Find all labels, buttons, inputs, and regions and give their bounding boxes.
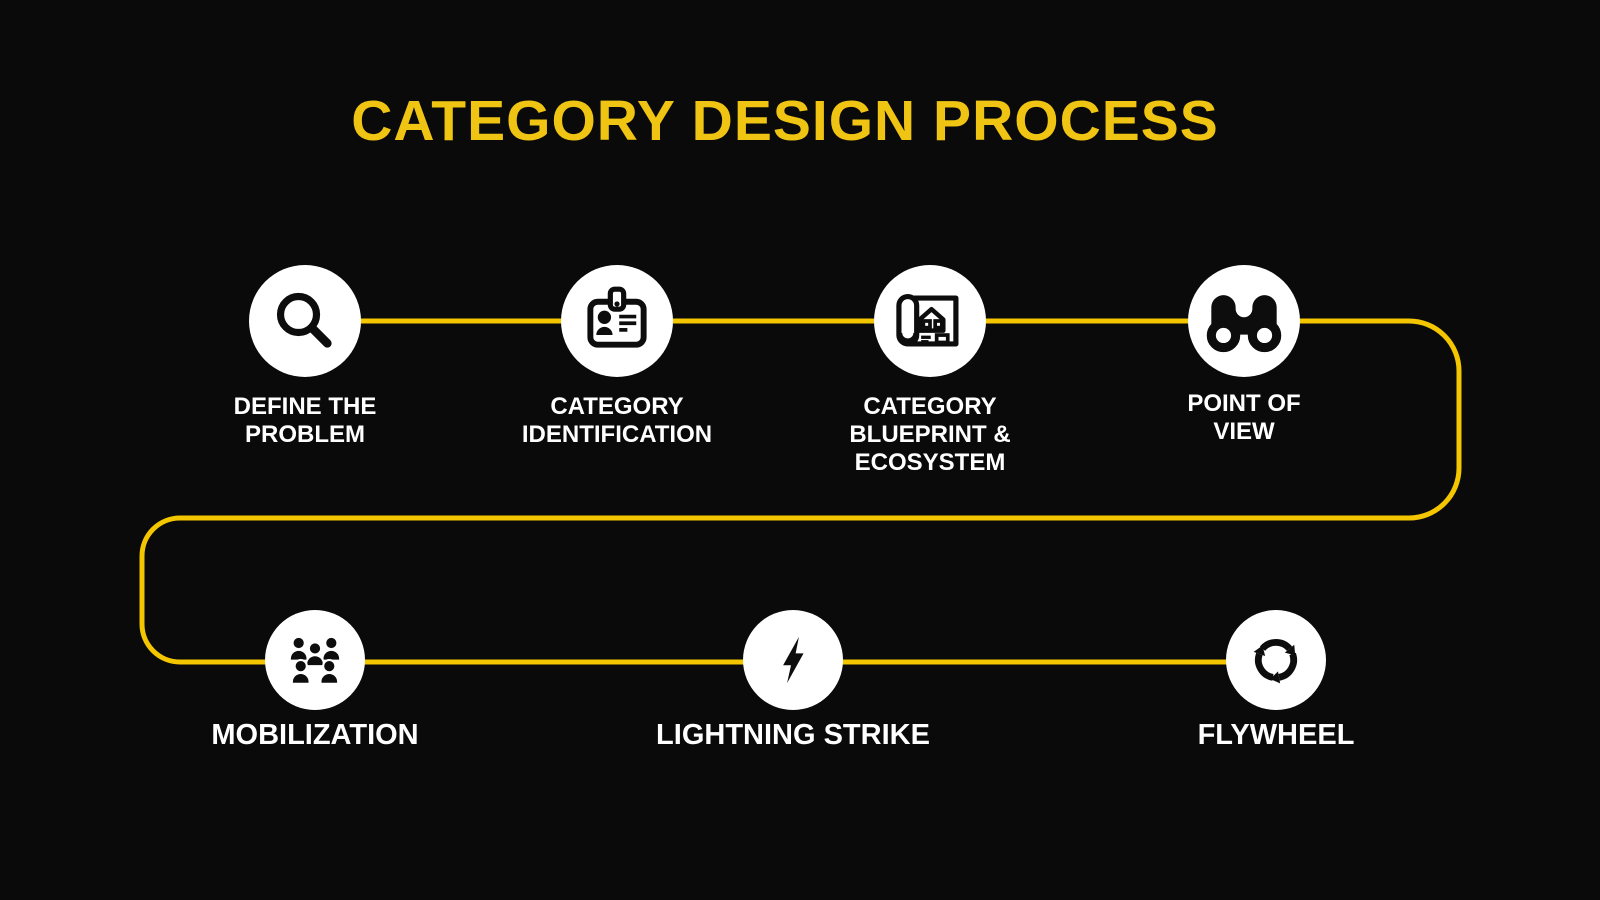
step-label-flywheel: FLYWHEEL bbox=[1197, 719, 1355, 751]
serpentine-path bbox=[139, 318, 1462, 665]
step-circle-define-the-problem bbox=[249, 265, 361, 377]
step-label-lightning-strike: LIGHTNING STRIKE bbox=[656, 719, 930, 751]
step-circle-lightning-strike bbox=[743, 610, 843, 710]
people-group-icon bbox=[288, 635, 342, 685]
id-badge-icon bbox=[587, 286, 647, 348]
step-label-category-blueprint: CATEGORY BLUEPRINT & ECOSYSTEM bbox=[849, 393, 1011, 476]
blueprint-icon bbox=[896, 293, 959, 347]
step-circle-category-blueprint bbox=[874, 265, 986, 377]
magnifier-icon bbox=[276, 292, 332, 348]
cycle-arrows-icon bbox=[1253, 639, 1298, 684]
step-label-mobilization: MOBILIZATION bbox=[211, 719, 419, 751]
step-label-point-of-view: POINT OF VIEW bbox=[1187, 390, 1301, 445]
step-circle-point-of-view bbox=[1188, 265, 1300, 377]
step-circle-flywheel bbox=[1226, 610, 1326, 710]
page-title: CATEGORY DESIGN PROCESS bbox=[351, 89, 1219, 153]
step-label-define-the-problem: DEFINE THE PROBLEM bbox=[233, 393, 377, 448]
step-circle-category-identification bbox=[561, 265, 673, 377]
step-label-category-identification: CATEGORY IDENTIFICATION bbox=[521, 393, 713, 448]
binoculars-icon bbox=[1206, 295, 1282, 353]
step-circle-mobilization bbox=[265, 610, 365, 710]
lightning-bolt-icon bbox=[783, 636, 804, 684]
